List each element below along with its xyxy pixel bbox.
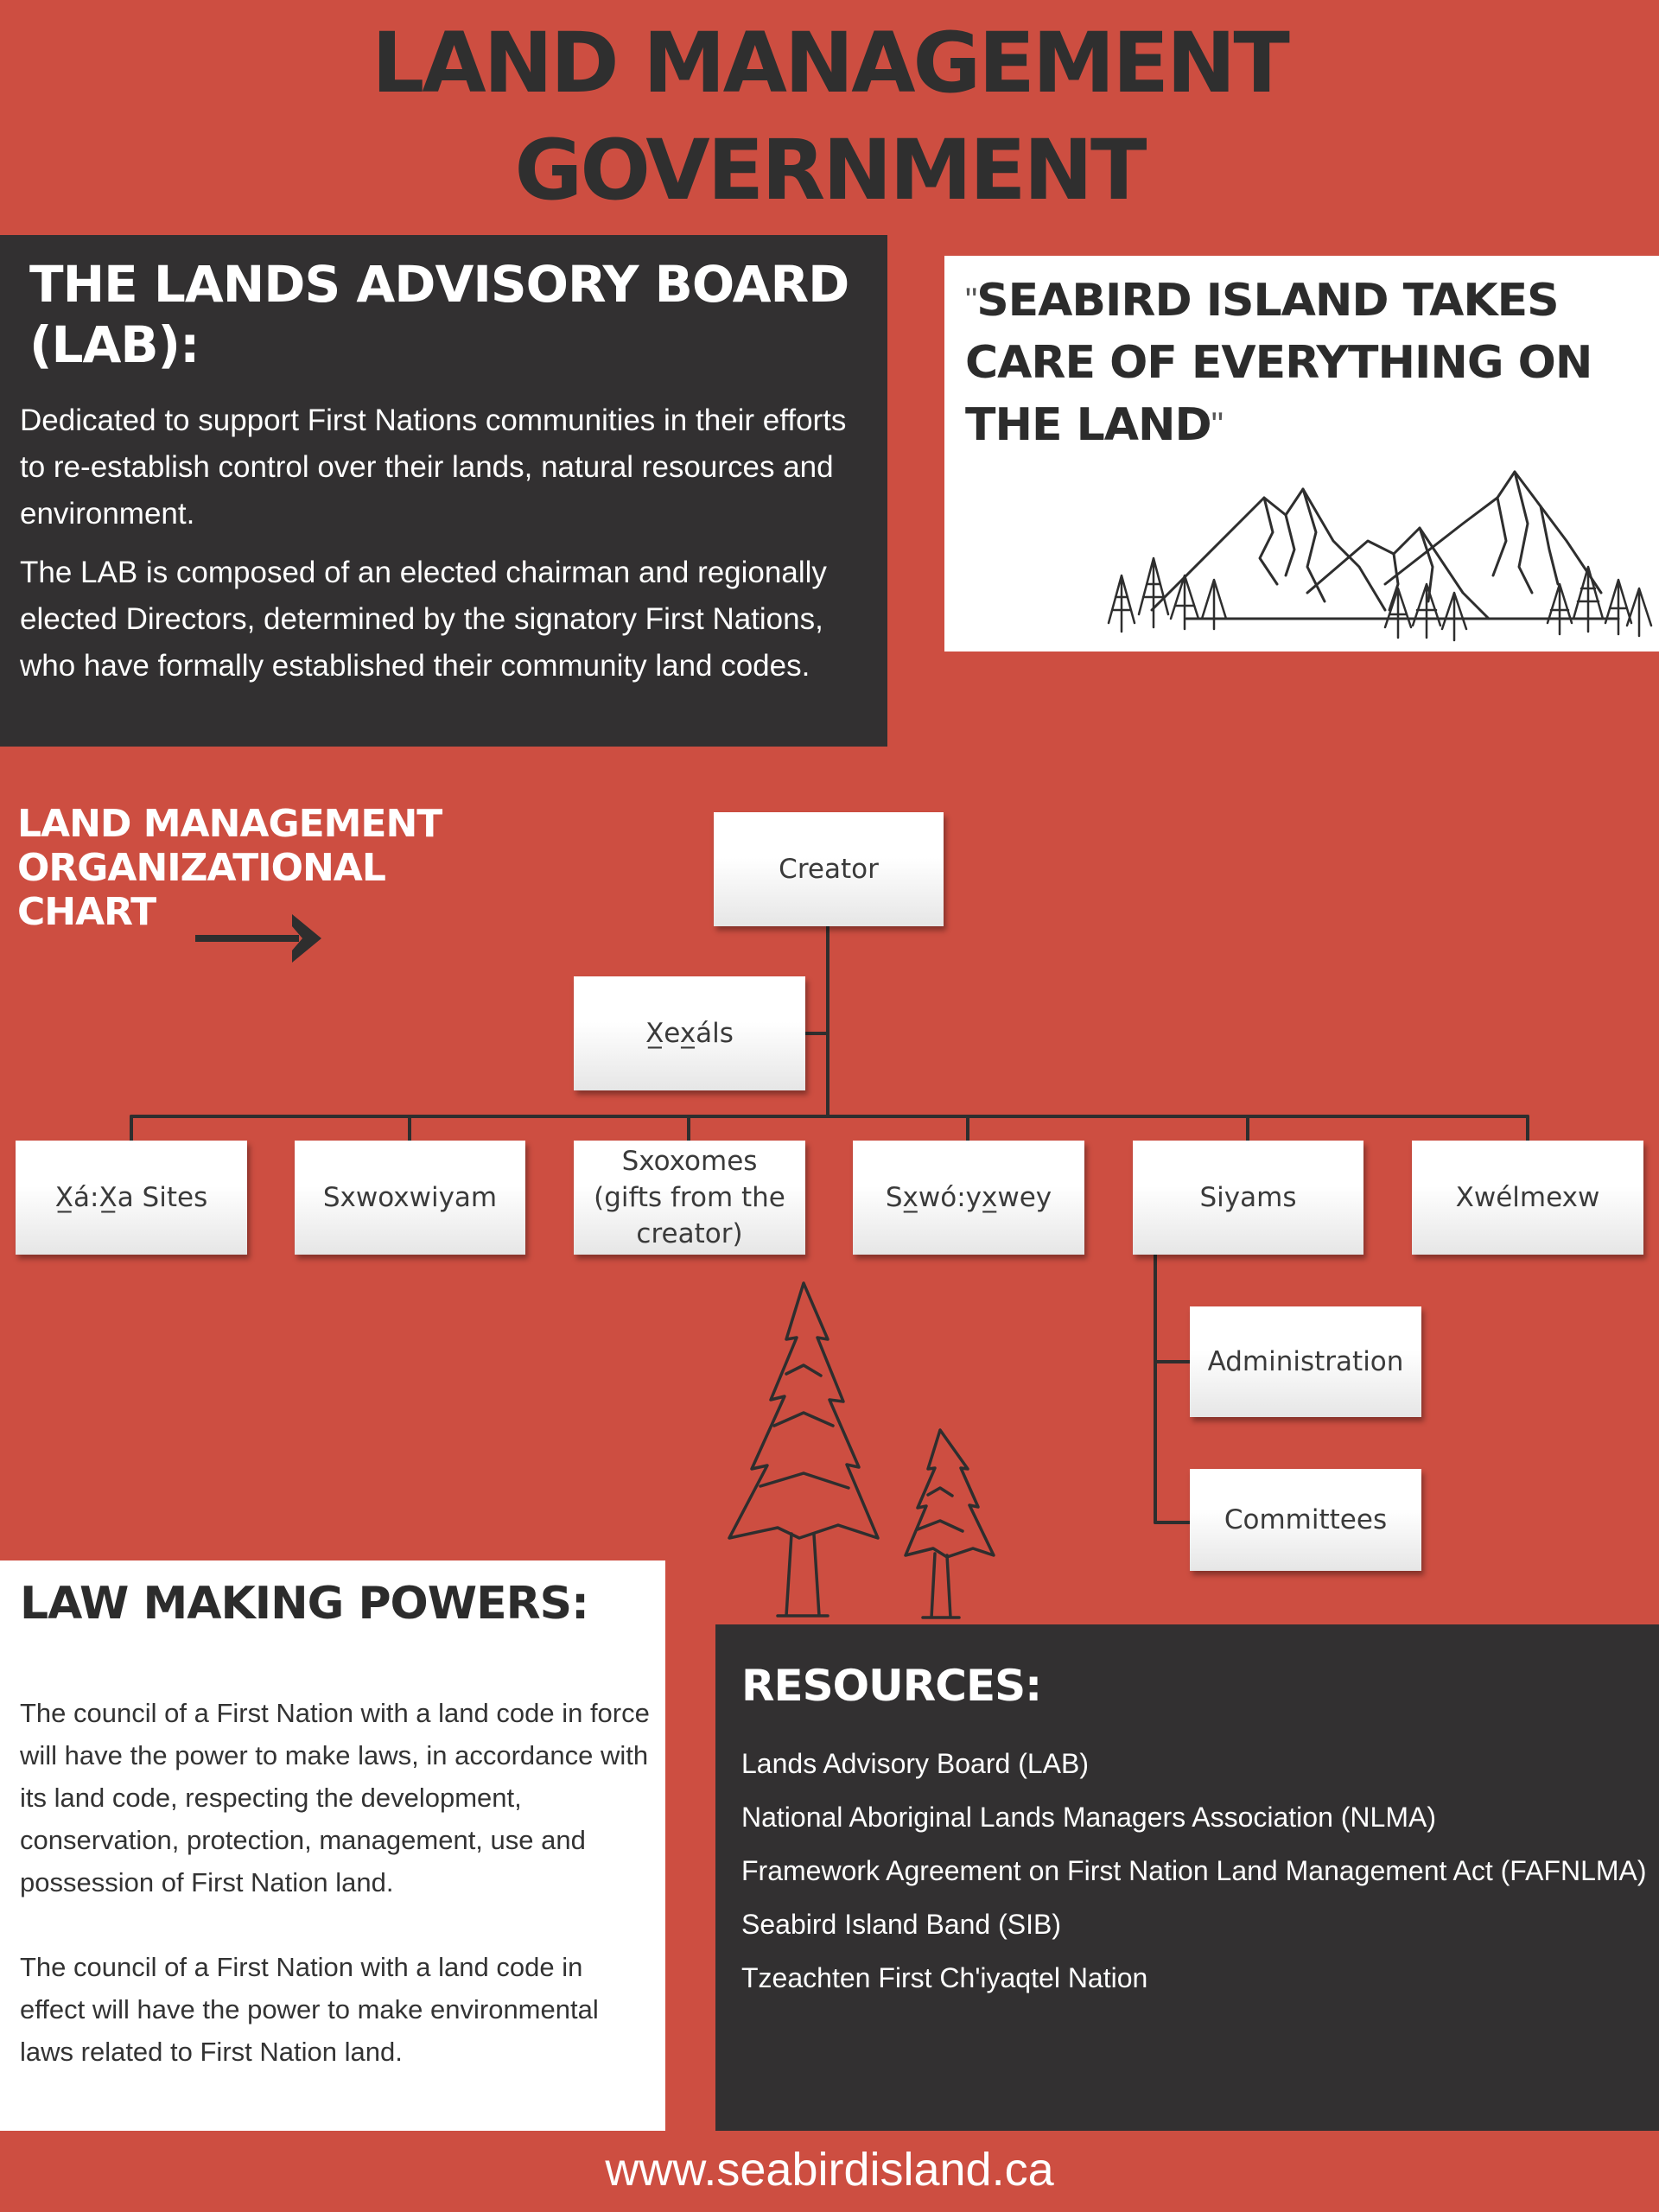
mountains-illustration (1107, 470, 1653, 642)
node-xaxa-sites: X̲á:X̲a Sites (16, 1141, 247, 1255)
resource-item: Framework Agreement on First Nation Land… (741, 1855, 1647, 1886)
quote-open-mark: " (965, 282, 977, 320)
lab-title: THE LANDS ADVISORY BOARD (LAB): (29, 255, 849, 374)
node-committees: Committees (1190, 1469, 1421, 1571)
lab-panel: THE LANDS ADVISORY BOARD (LAB): Dedicate… (0, 235, 887, 747)
lab-paragraph: The LAB is composed of an elected chairm… (20, 556, 827, 683)
resources-list: Lands Advisory Board (LAB) National Abor… (741, 1737, 1647, 2005)
node-siyams: Siyams (1133, 1141, 1363, 1255)
org-chart-heading: LAND MANAGEMENT ORGANIZATIONAL CHART (17, 802, 442, 934)
resource-item: Lands Advisory Board (LAB) (741, 1748, 1089, 1779)
law-paragraph: The council of a First Nation with a lan… (20, 1698, 650, 1897)
org-chart-connectors (130, 925, 1529, 1524)
resources-title: RESOURCES: (741, 1661, 1042, 1711)
law-title: LAW MAKING POWERS: (20, 1578, 589, 1630)
lab-body: Dedicated to support First Nations commu… (20, 397, 875, 702)
lab-paragraph: Dedicated to support First Nations commu… (20, 404, 847, 531)
law-body: The council of a First Nation with a lan… (20, 1692, 651, 2115)
node-sxwoxwiyam: Sxwoxwiyam (295, 1141, 525, 1255)
resource-item: National Aboriginal Lands Managers Assoc… (741, 1802, 1436, 1833)
node-xexals: X̲ex̲áls (574, 976, 805, 1090)
node-administration: Administration (1190, 1306, 1421, 1417)
resource-item: Tzeachten First Ch'iyaqtel Nation (741, 1962, 1148, 1993)
page-title-line1: LAND MANAGEMENT (372, 15, 1290, 111)
footer-url[interactable]: www.seabirdisland.ca (605, 2144, 1054, 2196)
pine-trees-illustration (728, 1281, 995, 1619)
node-xwelmexw: Xwélmexw (1412, 1141, 1643, 1255)
resource-item: Seabird Island Band (SIB) (741, 1909, 1061, 1940)
node-sxoxomes: Sxoxomes (gifts from the creator) (574, 1141, 805, 1255)
quote-body: SEABIRD ISLAND TAKES CARE OF EVERYTHING … (965, 275, 1592, 451)
arrow-right-icon (195, 914, 321, 963)
law-paragraph: The council of a First Nation with a lan… (20, 1952, 599, 2067)
page-title-line2: GOVERNMENT (514, 122, 1147, 219)
node-creator: Creator (714, 812, 944, 926)
node-sxwoyxwey: Sx̲wó:yx̲wey (853, 1141, 1084, 1255)
law-making-panel: LAW MAKING POWERS: The council of a Firs… (0, 1560, 665, 2131)
resources-panel: RESOURCES: Lands Advisory Board (LAB) Na… (715, 1624, 1659, 2131)
quote-panel: "SEABIRD ISLAND TAKES CARE OF EVERYTHING… (944, 256, 1659, 652)
quote-close-mark: " (1211, 406, 1224, 444)
quote-text: "SEABIRD ISLAND TAKES CARE OF EVERYTHING… (965, 270, 1639, 456)
